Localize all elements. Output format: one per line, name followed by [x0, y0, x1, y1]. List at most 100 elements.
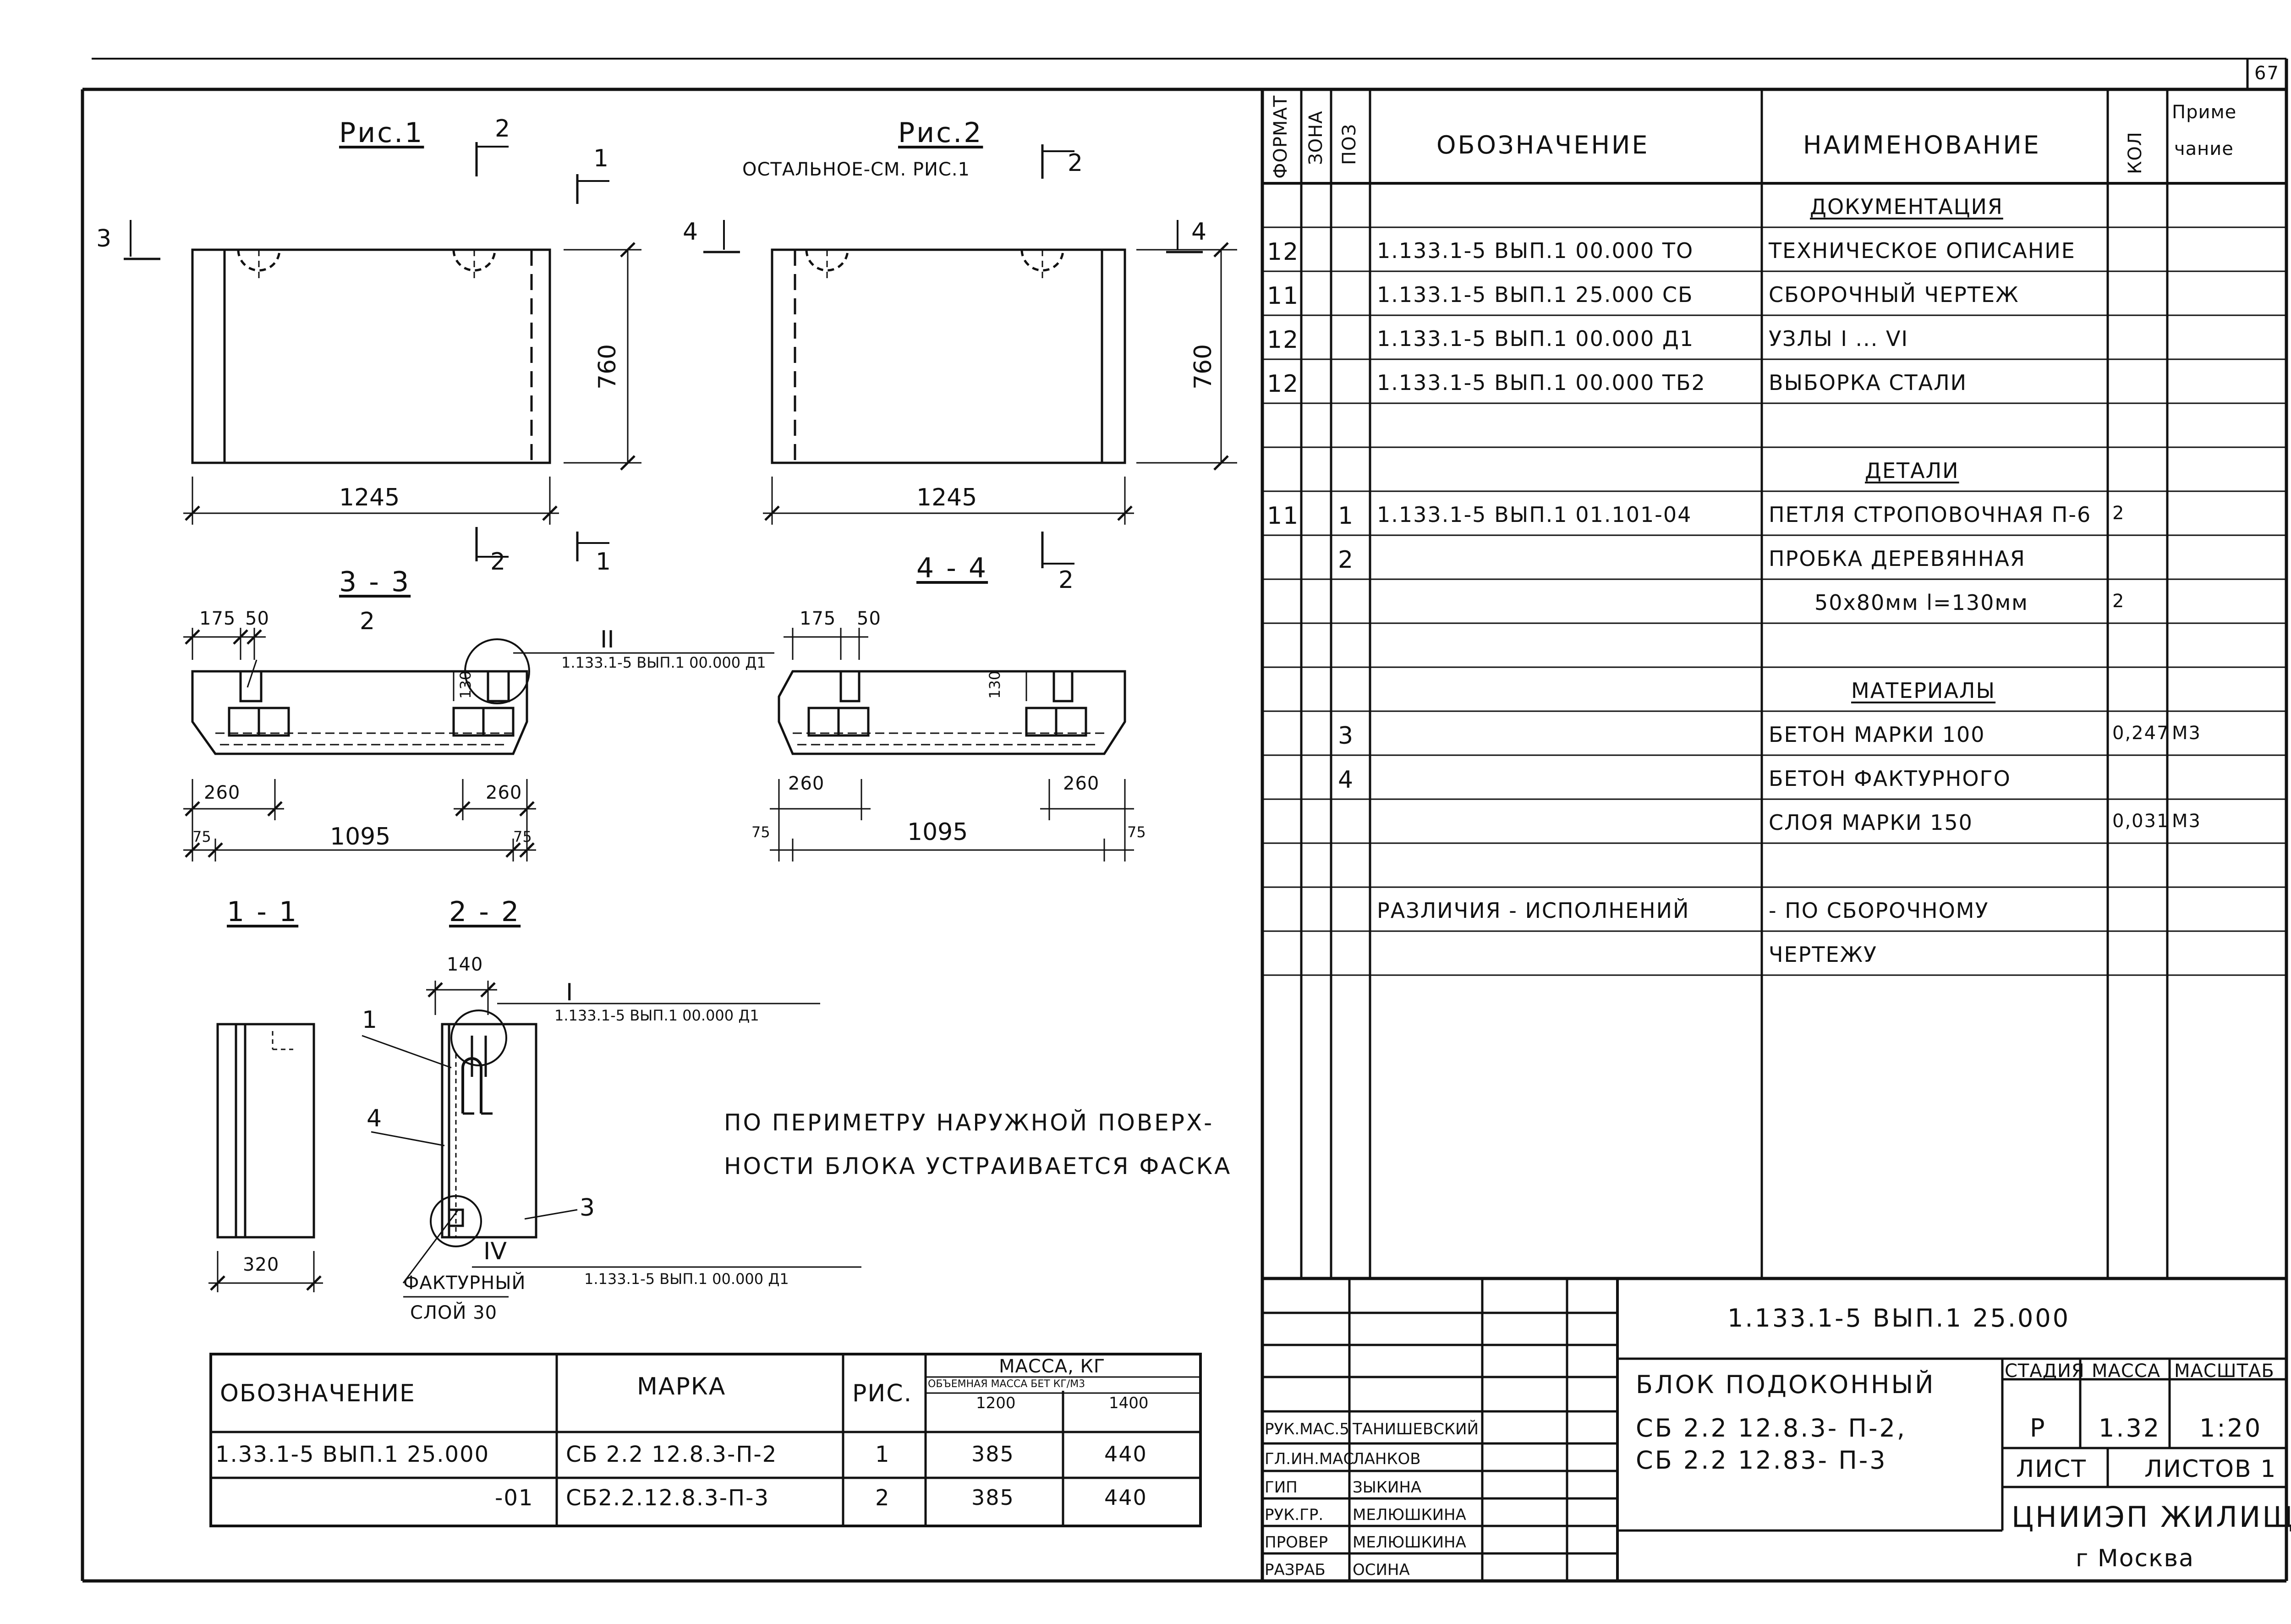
s22-node4: IV [483, 1238, 507, 1265]
s33-dim-75a: 75 [192, 828, 211, 845]
s22-pos1: 1 [362, 1006, 378, 1034]
s33-pos-2: 2 [360, 608, 375, 635]
spec-note: М3 [2172, 811, 2201, 832]
spec-name: ТЕХНИЧЕСКОЕ ОПИСАНИЕ [1769, 238, 2076, 263]
spec-note: М3 [2172, 723, 2201, 744]
spec-designation: 1.133.1-5 ВЫП.1 25.000 СБ [1377, 282, 1694, 307]
spec-name: 50х80мм l=130мм [1814, 590, 2028, 615]
s33-dim-1095: 1095 [330, 823, 391, 850]
tb-stage: Р [2030, 1414, 2047, 1443]
signatory-role: РУК.МАС.5 [1265, 1420, 1349, 1438]
spec-designation: 1.133.1-5 ВЫП.1 00.000 ТБ2 [1377, 370, 1706, 395]
spec-format: 12 [1267, 370, 1299, 398]
cut-label-4b: 4 [1191, 218, 1207, 246]
s22-pos4: 4 [367, 1105, 382, 1132]
mass-value-1400: 440 [1104, 1442, 1147, 1466]
spec-format: 11 [1267, 502, 1299, 530]
tb-h-sheet: ЛИСТ [2016, 1455, 2087, 1483]
mass-h-designation: ОБОЗНАЧЕНИЕ [220, 1380, 416, 1407]
spec-designation: 1.133.1-5 ВЫП.1 01.101-04 [1377, 502, 1692, 527]
s22-ref1: 1.133.1-5 ВЫП.1 00.000 Д1 [554, 1007, 759, 1024]
mass-value-1400: 440 [1104, 1485, 1147, 1510]
spec-qty: 2 [2112, 591, 2125, 612]
spec-name: БЕТОН ФАКТУРНОГО [1769, 766, 2011, 791]
s44-dim-260b: 260 [1063, 773, 1100, 794]
s44-h130: 130 [986, 670, 1003, 699]
spec-format: 12 [1267, 238, 1299, 266]
spec-name: ПРОБКА ДЕРЕВЯННАЯ [1769, 546, 2026, 571]
fig1-height-dim: 760 [594, 344, 621, 390]
fig1-title: Рис.1 [339, 117, 424, 149]
tb-h-sheets: ЛИСТОВ 1 [2144, 1455, 2277, 1483]
s33-node: II [600, 626, 614, 653]
spec-h-format: ФОРМАТ [1270, 95, 1291, 179]
signatory-role: ГЛ.ИН.МАС [1265, 1450, 1354, 1468]
section-1-1-title: 1 - 1 [227, 896, 299, 928]
spec-name: ДОКУМЕНТАЦИЯ [1810, 194, 2003, 219]
mass-mark: СБ2.2.12.8.3-П-3 [566, 1485, 769, 1511]
spec-name: ЧЕРТЕЖУ [1769, 942, 1878, 967]
spec-designation: 1.133.1-5 ВЫП.1 00.000 ТО [1377, 238, 1694, 263]
s22-pos3: 3 [580, 1194, 595, 1222]
spec-h-note1: Приме [2172, 102, 2237, 123]
spec-h-pos: ПОЗ [1339, 123, 1360, 165]
spec-name: - ПО СБОРОЧНОМУ [1769, 898, 1989, 923]
spec-qty: 0,031 [2112, 811, 2170, 832]
s33-h130: 130 [457, 670, 474, 699]
tb-scale: 1:20 [2199, 1414, 2263, 1443]
s33-ref: 1.133.1-5 ВЫП.1 00.000 Д1 [561, 654, 766, 671]
s11-width: 320 [243, 1254, 280, 1275]
spec-pos: 4 [1338, 766, 1354, 794]
chamfer-note-line2: НОСТИ БЛОКА УСТРАИВАЕТСЯ ФАСКА [724, 1153, 1232, 1180]
mass-designation: -01 [495, 1485, 534, 1511]
fig2-height-dim: 760 [1189, 344, 1217, 390]
signatory-role: ПРОВЕР [1265, 1533, 1328, 1552]
s22-layer2: СЛОЙ 30 [410, 1302, 498, 1323]
s22-w140: 140 [447, 954, 483, 975]
spec-pos: 3 [1338, 722, 1354, 750]
tb-org1: ЦНИИЭП ЖИЛИЩА [2011, 1500, 2291, 1534]
cut-label-4a: 4 [683, 218, 698, 246]
signatory-role: РАЗРАБ [1265, 1561, 1326, 1579]
tb-h-scale: МАСШТАБ [2174, 1361, 2275, 1382]
s33-dim-260a: 260 [204, 782, 241, 803]
signatory-name: ТАНИШЕВСКИЙ [1353, 1420, 1479, 1438]
mass-fig: 2 [875, 1485, 890, 1511]
spec-designation: 1.133.1-5 ВЫП.1 00.000 Д1 [1377, 326, 1694, 351]
cut-label-2c: 2 [490, 548, 506, 576]
s22-node1: I [566, 979, 573, 1006]
cut-label-1b: 1 [596, 548, 611, 576]
spec-name: БЕТОН МАРКИ 100 [1769, 722, 1985, 747]
tb-org2: г Москва [2076, 1545, 2195, 1572]
spec-h-note2: чание [2174, 138, 2234, 159]
tb-h-stage: СТАДИЯ [2005, 1361, 2085, 1382]
chamfer-note-line1: ПО ПЕРИМЕТРУ НАРУЖНОЙ ПОВЕРХ- [724, 1109, 1214, 1136]
title-line1: БЛОК ПОДОКОННЫЙ [1636, 1370, 1935, 1399]
spec-name: МАТЕРИАЛЫ [1851, 678, 1996, 703]
mass-h-d1: 1200 [976, 1394, 1016, 1412]
signatory-name: ЛАНКОВ [1353, 1450, 1421, 1468]
cut-label-2b: 2 [1068, 149, 1083, 177]
mass-h-mark: МАРКА [637, 1373, 726, 1400]
s33-dim-175: 175 [199, 608, 236, 629]
spec-name: ВЫБОРКА СТАЛИ [1769, 370, 1968, 395]
s22-ref4: 1.133.1-5 ВЫП.1 00.000 Д1 [584, 1270, 789, 1288]
signatory-name: МЕЛЮШКИНА [1353, 1533, 1466, 1552]
spec-name: СЛОЯ МАРКИ 150 [1769, 810, 1973, 835]
section-3-3-title: 3 - 3 [339, 566, 411, 598]
s33-dim-260b: 260 [486, 782, 522, 803]
title-line3: СБ 2.2 12.83- П-3 [1636, 1446, 1887, 1475]
page-number: 67 [2254, 63, 2280, 84]
s33-dim-75b: 75 [513, 828, 532, 845]
s44-dim-75b: 75 [1127, 823, 1146, 841]
spec-h-zone: ЗОНА [1305, 110, 1326, 165]
tb-h-mass: МАССА [2092, 1361, 2161, 1382]
spec-pos: 1 [1338, 502, 1354, 530]
mass-value-1200: 385 [971, 1442, 1014, 1466]
spec-h-name: НАИМЕНОВАНИЕ [1803, 131, 2041, 159]
title-code: 1.133.1-5 ВЫП.1 25.000 [1727, 1304, 2071, 1333]
mass-h-fig: РИС. [852, 1380, 913, 1407]
s44-dim-75a: 75 [751, 823, 770, 841]
tb-mass: 1.32 [2099, 1414, 2161, 1443]
